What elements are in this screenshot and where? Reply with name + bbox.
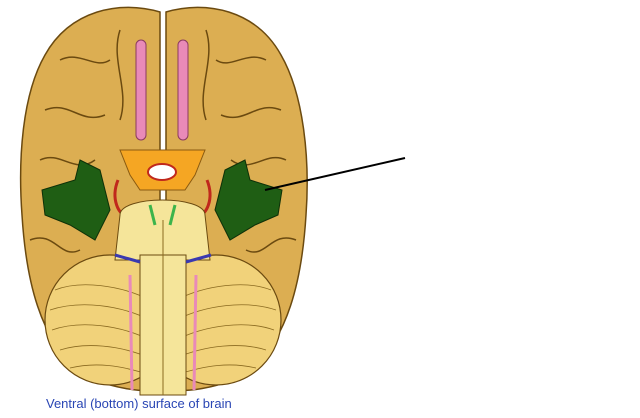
pituitary [147, 163, 177, 181]
figure-caption: Ventral (bottom) surface of brain [46, 396, 232, 411]
cranial-nerves [114, 204, 212, 391]
sulci [29, 29, 297, 253]
temporal-lobe-right [214, 159, 283, 241]
olfactory-tracts [135, 39, 189, 141]
pointer-line [264, 157, 406, 191]
temporal-lobe-left [41, 159, 111, 241]
